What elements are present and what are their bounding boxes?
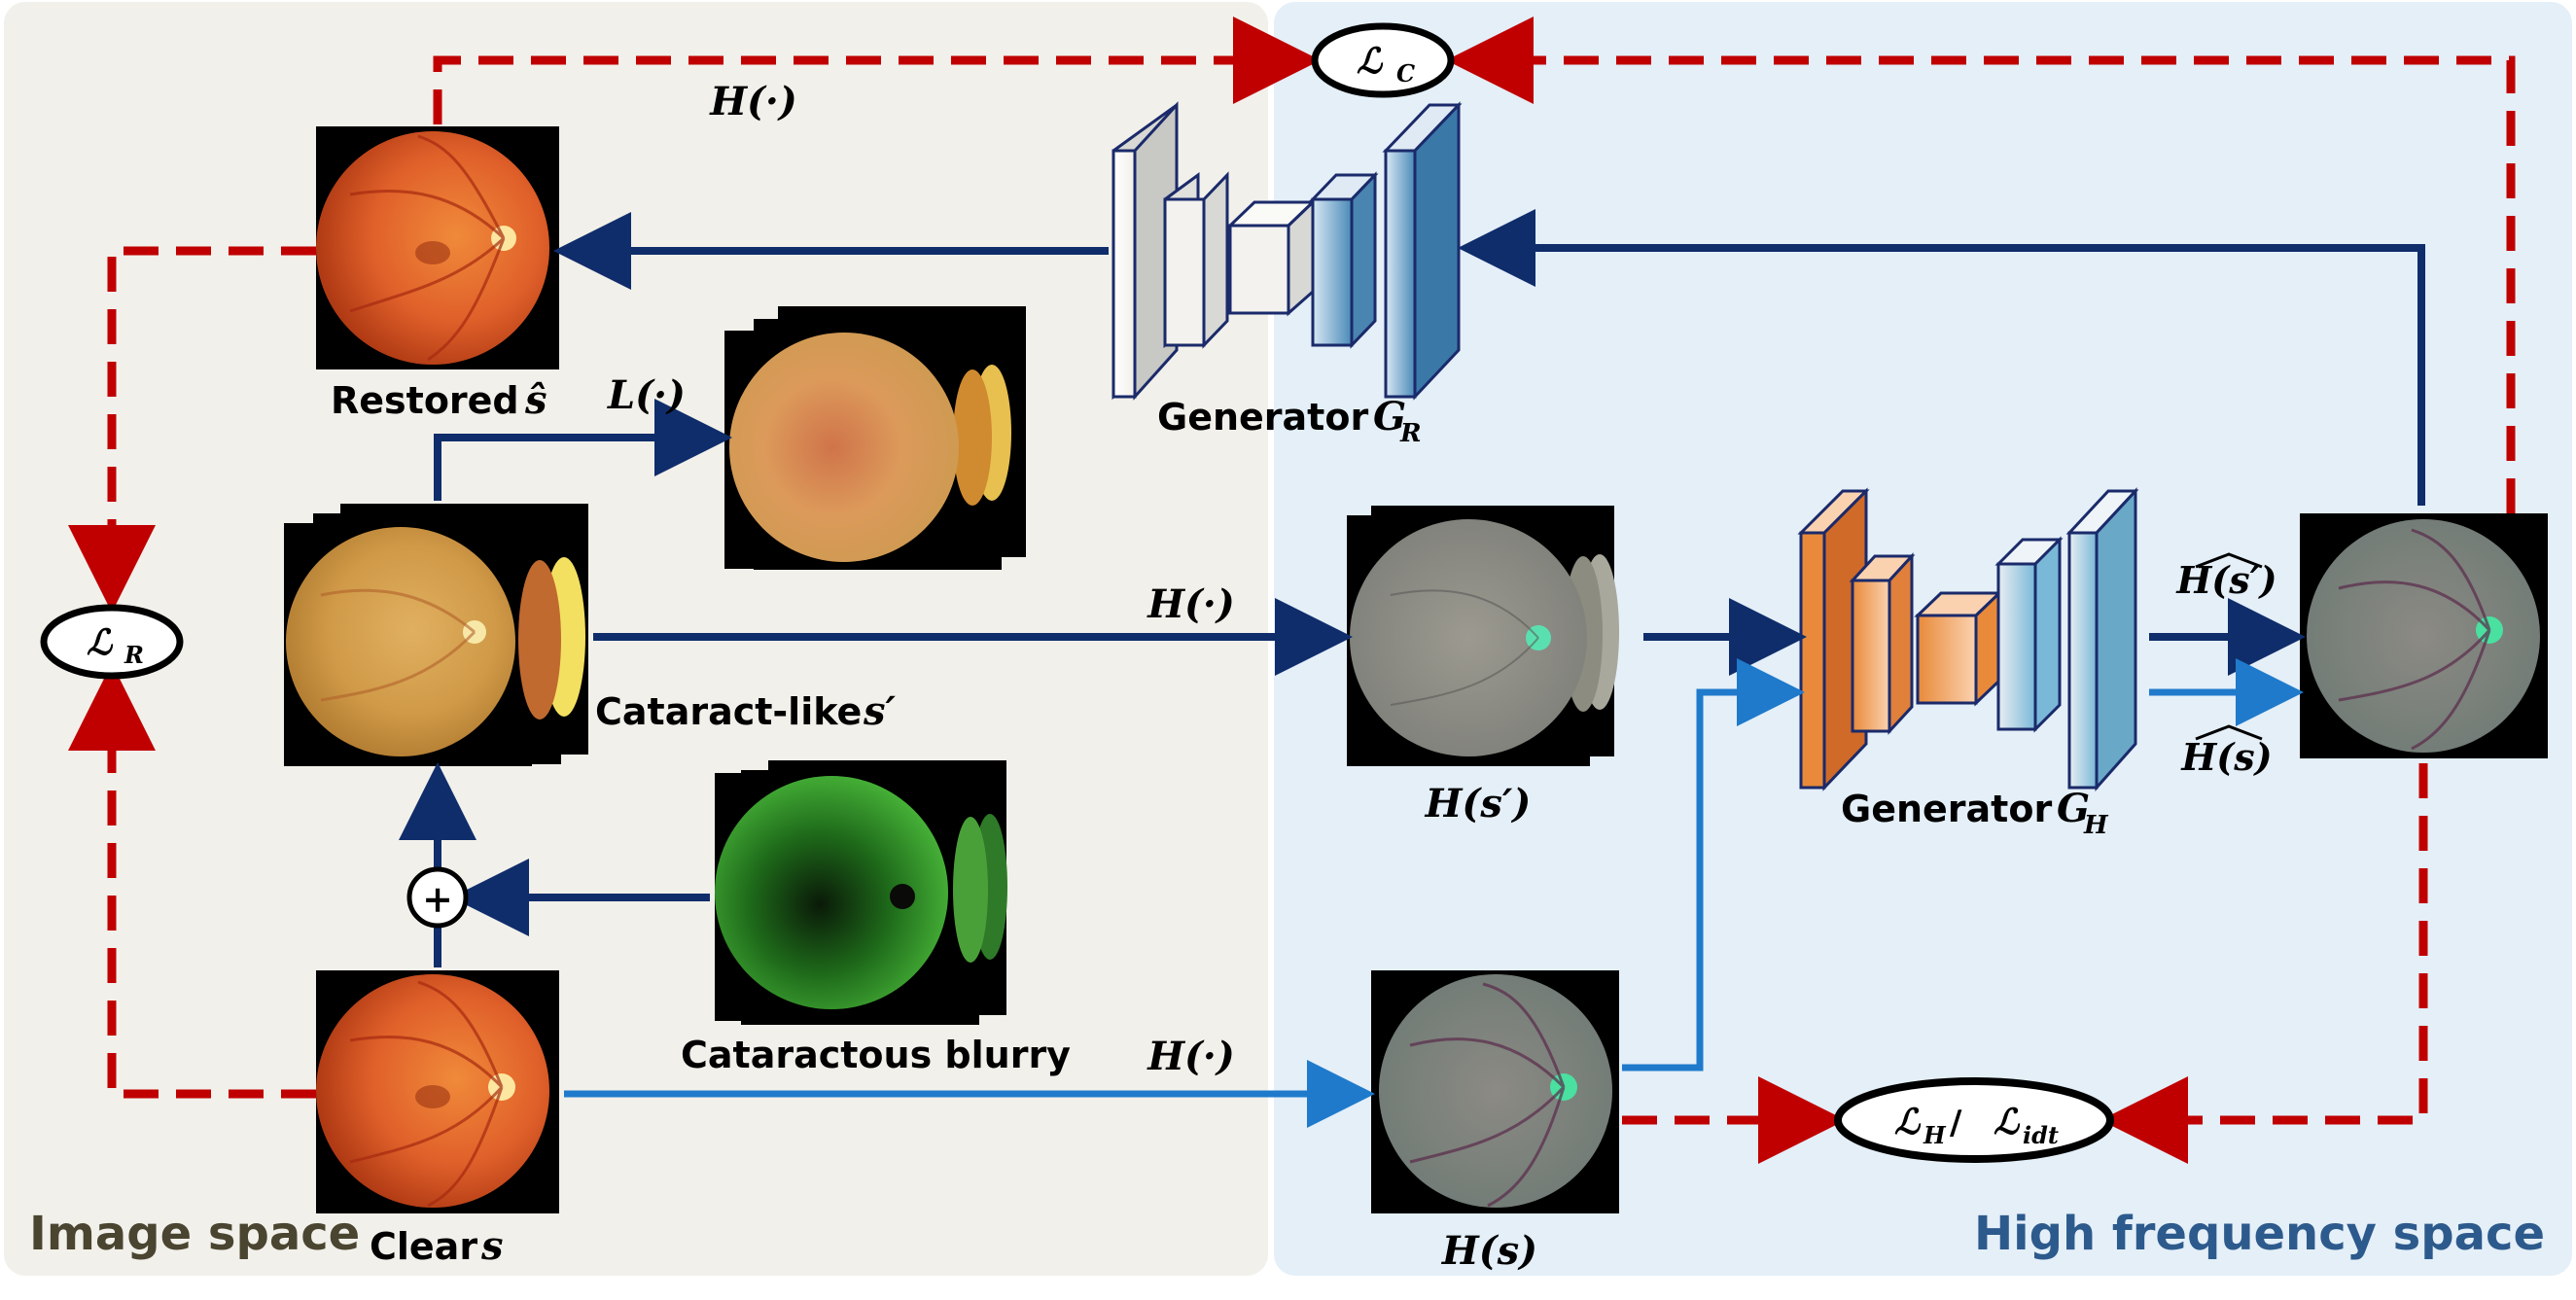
- hf-clear-image: [1371, 970, 1619, 1213]
- svg-text:Generator: Generator: [1841, 788, 2052, 830]
- arrow-restored-to-lr: [68, 246, 316, 613]
- low-frequency-stack: [724, 306, 1026, 570]
- svg-text:R: R: [124, 641, 144, 669]
- svg-text:s′: s′: [863, 688, 897, 734]
- label-h-s-prime: H(s′): [1425, 781, 1532, 826]
- svg-text:R: R: [1399, 419, 1422, 448]
- plus-node: +: [406, 866, 469, 929]
- svg-text:G: G: [1373, 394, 1406, 439]
- arrow-output-to-lc: [1446, 17, 2516, 513]
- svg-text:H(s): H(s): [2180, 735, 2272, 779]
- label-h-hat-s-prime: H(s′): [2175, 552, 2277, 602]
- svg-text:ℒ: ℒ: [1357, 41, 1384, 82]
- svg-text:C: C: [1396, 59, 1415, 88]
- loss-lr: ℒ R: [40, 604, 184, 680]
- cataractous-blurry-stack: [715, 760, 1007, 1025]
- svg-text:ŝ: ŝ: [524, 377, 547, 423]
- label-h-op-bot: H(·): [1147, 1034, 1235, 1079]
- svg-text:G: G: [2057, 786, 2090, 831]
- light-arrows: [564, 658, 2304, 1128]
- label-h-hat-s: H(s): [2180, 724, 2273, 779]
- svg-text:H: H: [2083, 811, 2109, 840]
- label-l-op: L(·): [607, 372, 686, 418]
- generator-gr: [1112, 101, 1463, 401]
- restored-image: [316, 126, 559, 369]
- arrow-output-to-lh: [2100, 763, 2428, 1164]
- arrow-restored-to-lc: [433, 17, 1321, 124]
- loss-lc: ℒ C: [1311, 22, 1455, 98]
- label-cataractous-blurry: Cataractous blurry: [681, 1034, 1071, 1076]
- clear-image: [316, 970, 559, 1213]
- label-cataract-like: Cataract-like s′: [595, 688, 897, 734]
- svg-text:idt: idt: [2023, 1121, 2059, 1149]
- loss-lh-lidt: ℒ H / ℒ idt: [1834, 1077, 2114, 1163]
- label-h-op-top: H(·): [709, 79, 797, 124]
- svg-text:/: /: [1950, 1104, 1962, 1142]
- svg-text:H: H: [1923, 1121, 1947, 1149]
- svg-text:Clear: Clear: [370, 1225, 477, 1268]
- high-freq-space-title: High frequency space: [1974, 1207, 2545, 1261]
- arrow-clear-to-lr: [68, 663, 316, 1099]
- hf-cataract-stack: [1347, 506, 1619, 766]
- arrow-cataract-to-lowfreq: [434, 399, 732, 501]
- arrow-output-to-gr: [1458, 209, 2425, 506]
- gh-output-image: [2300, 513, 2548, 758]
- svg-text:s: s: [480, 1223, 504, 1269]
- svg-text:ℒ: ℒ: [87, 622, 114, 663]
- label-restored: Restored ŝ: [331, 377, 547, 423]
- label-generator-gr: Generator G R: [1157, 394, 1422, 448]
- dark-arrows: [399, 209, 2425, 967]
- loss-arrows: [68, 17, 2516, 1164]
- cataract-like-stack: [284, 504, 588, 766]
- svg-text:Restored: Restored: [331, 379, 519, 422]
- label-h-op-mid: H(·): [1147, 581, 1235, 627]
- svg-text:Cataract-like: Cataract-like: [595, 690, 862, 733]
- label-clear: Clear s: [370, 1223, 504, 1269]
- svg-text:ℒ: ℒ: [1994, 1102, 2021, 1142]
- arrow-hfclear-to-gh: [1622, 658, 1805, 1072]
- svg-text:+: +: [422, 877, 453, 921]
- svg-text:ℒ: ℒ: [1894, 1102, 1922, 1142]
- svg-text:Generator: Generator: [1157, 396, 1368, 439]
- svg-text:H(s′): H(s′): [2175, 558, 2276, 602]
- label-generator-gh: Generator G H: [1841, 786, 2109, 840]
- image-space-title: Image space: [29, 1207, 360, 1261]
- label-h-s: H(s): [1441, 1228, 1537, 1274]
